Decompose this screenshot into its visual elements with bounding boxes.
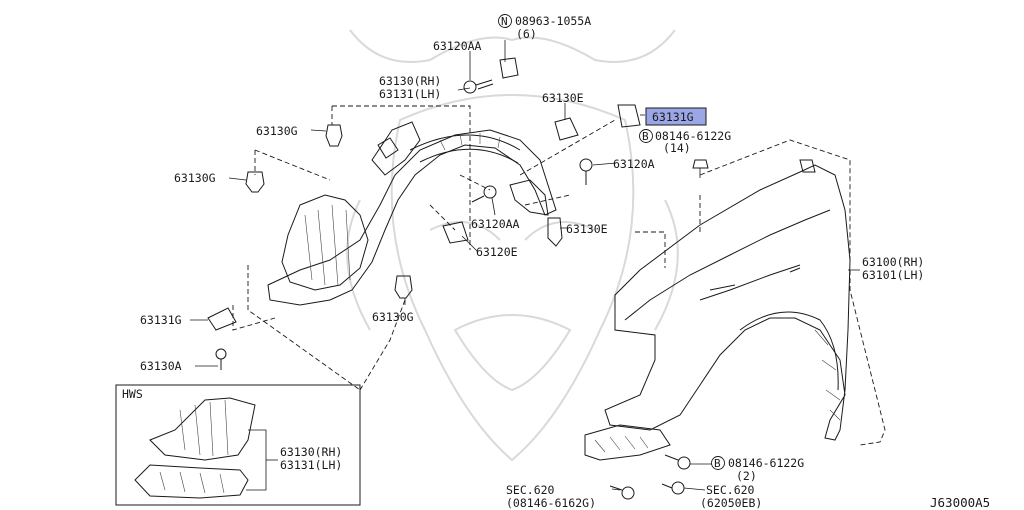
callout-08963-1055A: 08963-1055A	[515, 14, 591, 28]
callout-08146-6162G: (08146-6162G)	[506, 496, 596, 510]
callout-63131-lh: 63131(LH)	[379, 87, 441, 101]
callout-08146-6122G: 08146-6122G	[655, 129, 731, 143]
callout-63130E-top: 63130E	[542, 91, 584, 105]
callout-63131G-lower: 63131G	[140, 313, 182, 327]
watermark-emblem	[346, 29, 679, 462]
callout-63130A: 63130A	[140, 359, 182, 373]
callout-63130G-left: 63130G	[174, 171, 216, 185]
fastener-clips	[207, 57, 709, 500]
n-mark: N	[501, 15, 508, 28]
fender-liner-main	[267, 121, 557, 306]
hws-inset-frame	[115, 384, 361, 506]
liner-dashed-lines	[232, 105, 616, 391]
leader-lines	[190, 40, 860, 491]
callout-63130-rh: 63130(RH)	[379, 74, 441, 88]
callout-63120AA-top: 63120AA	[433, 39, 482, 53]
callout-63120AA-mid: 63120AA	[471, 217, 520, 231]
front-fender-panel	[584, 159, 851, 461]
callout-63131G-highlighted: 63131G	[652, 110, 694, 124]
callout-08146-6122G-lower: 08146-6122G	[728, 456, 804, 470]
callout-63120E: 63120E	[476, 245, 518, 259]
callout-63130G-upper: 63130G	[256, 124, 298, 138]
diagram-code: J63000A5	[930, 495, 990, 510]
callout-63130G-lower: 63130G	[372, 310, 414, 324]
callout-63130E-mid: 63130E	[566, 222, 608, 236]
callout-labels: 08963-1055A (6) 63120AA 63130(RH) 63131(…	[122, 14, 990, 510]
callout-63120A: 63120A	[613, 157, 655, 171]
b-mark-circle-lower	[711, 456, 725, 470]
callout-inset-63130-rh: 63130(RH)	[280, 445, 342, 459]
callout-qty-14: (14)	[663, 141, 691, 155]
symbol-markers: N B B	[498, 14, 725, 470]
callout-63101-lh: 63101(LH)	[862, 268, 924, 282]
callout-sec620-left: SEC.620	[506, 483, 555, 497]
b-mark: B	[642, 130, 649, 143]
callout-qty-2: (2)	[736, 469, 757, 483]
callout-sec620-right: SEC.620	[706, 483, 755, 497]
callout-62050EB: (62050EB)	[700, 496, 762, 510]
b-mark-circle	[639, 129, 653, 143]
inset-label-hws: HWS	[122, 387, 143, 401]
fender-dashed-lines	[635, 139, 886, 446]
callout-63100-rh: 63100(RH)	[862, 255, 924, 269]
hws-inset	[115, 384, 361, 506]
callout-inset-63131-lh: 63131(LH)	[280, 458, 342, 472]
b-mark-lower: B	[714, 457, 721, 470]
n-mark-circle	[498, 14, 512, 28]
highlighted-callout-box	[645, 107, 707, 126]
callout-qty-6: (6)	[516, 27, 537, 41]
